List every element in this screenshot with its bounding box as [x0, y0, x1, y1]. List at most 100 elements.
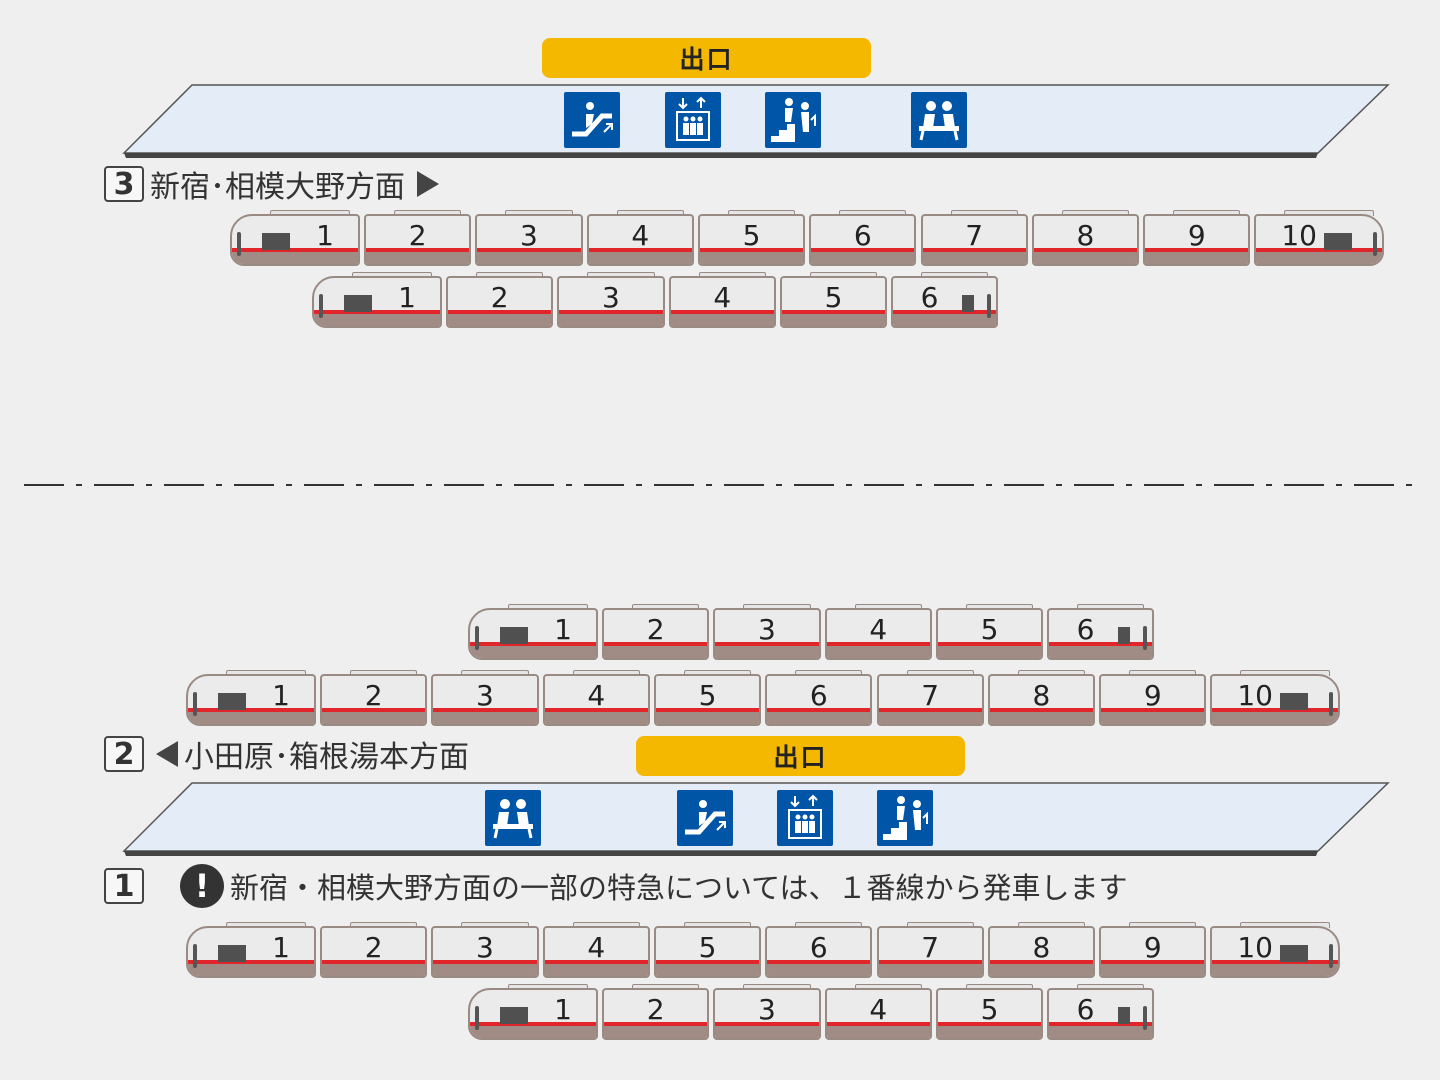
- train-car: 1: [230, 210, 360, 268]
- train-car: 1: [468, 984, 598, 1042]
- car-number: 1: [554, 992, 572, 1026]
- car-number: 5: [742, 218, 761, 252]
- car-number: 5: [824, 280, 843, 314]
- exclamation-icon: !: [180, 864, 224, 908]
- train-car: 1: [186, 922, 316, 980]
- car-number: 4: [869, 612, 888, 646]
- train-car: 7: [876, 922, 984, 980]
- cab-edge: [193, 944, 197, 968]
- car-number: 6: [853, 218, 872, 252]
- escalator-up-icon: [677, 790, 733, 846]
- cab-window: [218, 693, 246, 710]
- track-number-2: 2: [104, 736, 144, 772]
- cab-edge: [1142, 626, 1147, 650]
- cab-edge: [319, 294, 323, 318]
- waiting-room-icon: [911, 92, 967, 148]
- car-number: 2: [490, 280, 509, 314]
- section-divider: [24, 484, 1418, 486]
- elevator-icon: [777, 790, 833, 846]
- train-car: 8: [1031, 210, 1140, 268]
- cab-edge: [475, 1006, 479, 1030]
- train-car: 5: [935, 984, 1044, 1042]
- train-car: 8: [987, 922, 1096, 980]
- train-car: 2: [364, 210, 472, 268]
- train-car: 4: [668, 272, 776, 330]
- train-car: 2: [320, 922, 428, 980]
- train-car: 2: [320, 670, 428, 728]
- train-car: 3: [713, 604, 821, 662]
- train-car: 6: [1047, 604, 1154, 662]
- track-number-3: 3: [104, 166, 144, 202]
- cab-window: [1279, 945, 1308, 962]
- car-number: 8: [1076, 218, 1095, 252]
- train-car: 2: [602, 984, 710, 1042]
- car-number: 10: [1237, 930, 1273, 964]
- train-car: 3: [557, 272, 665, 330]
- escalator-up-icon: [564, 92, 620, 148]
- car-number: 3: [602, 280, 620, 314]
- direction-arrow-left-icon: [156, 741, 178, 767]
- car-number: 2: [364, 930, 383, 964]
- cab-edge: [1328, 944, 1333, 968]
- cab-edge: [475, 626, 479, 650]
- train-car: 6: [809, 210, 917, 268]
- car-number: 4: [587, 678, 606, 712]
- track-1-note: 新宿・相模大野方面の一部の特急については、１番線から発車します: [230, 871, 1128, 905]
- train-car: 6: [765, 922, 873, 980]
- train-car: 4: [542, 922, 650, 980]
- car-number: 6: [809, 678, 828, 712]
- car-number: 2: [646, 992, 665, 1026]
- car-number: 5: [698, 930, 717, 964]
- track-3-direction: 新宿･相模大野方面: [150, 170, 405, 205]
- train-car: 9: [1143, 210, 1251, 268]
- train-car: 1: [312, 272, 442, 330]
- cab-window: [344, 295, 372, 312]
- car-number: 5: [980, 612, 999, 646]
- train-car: 4: [824, 604, 932, 662]
- car-number: 7: [965, 218, 984, 252]
- train-car: 7: [920, 210, 1028, 268]
- car-number: 2: [646, 612, 665, 646]
- train-car: 5: [653, 670, 762, 728]
- cab-window: [500, 627, 528, 644]
- car-number: 5: [980, 992, 999, 1026]
- car-number: 10: [1237, 678, 1273, 712]
- train-car: 5: [779, 272, 888, 330]
- car-number: 7: [921, 930, 940, 964]
- car-number: 2: [408, 218, 427, 252]
- car-number: 2: [364, 678, 383, 712]
- exit-sign-lower: 出口: [636, 736, 965, 776]
- car-number: 8: [1032, 678, 1051, 712]
- stairs-icon: [765, 92, 821, 148]
- train-car: 6: [891, 272, 998, 330]
- train-car: 3: [475, 210, 583, 268]
- train-car: 4: [586, 210, 694, 268]
- train-car: 4: [824, 984, 932, 1042]
- car-number: 1: [554, 612, 572, 646]
- car-number: 6: [1076, 992, 1095, 1026]
- train-car: 9: [1099, 670, 1207, 728]
- train-6-car-track-2: 1 2 3 4 5 6: [468, 604, 1154, 662]
- train-car: 6: [765, 670, 873, 728]
- stairs-icon: [877, 790, 933, 846]
- train-car: 5: [653, 922, 762, 980]
- train-car: 1: [186, 670, 316, 728]
- track-1-label: 1 ! 新宿・相模大野方面の一部の特急については、１番線から発車します: [104, 864, 1128, 908]
- train-car: 2: [602, 604, 710, 662]
- train-car: 3: [431, 670, 539, 728]
- car-number: 9: [1143, 930, 1162, 964]
- car-number: 3: [476, 678, 494, 712]
- train-car: 3: [431, 922, 539, 980]
- train-car: 3: [713, 984, 821, 1042]
- car-number: 6: [1076, 612, 1095, 646]
- cab-edge: [1372, 232, 1377, 256]
- car-number: 9: [1187, 218, 1206, 252]
- train-car: 5: [697, 210, 806, 268]
- car-number: 8: [1032, 930, 1051, 964]
- cab-window: [961, 295, 974, 312]
- train-car: 10: [1210, 922, 1340, 980]
- cab-window: [500, 1007, 528, 1024]
